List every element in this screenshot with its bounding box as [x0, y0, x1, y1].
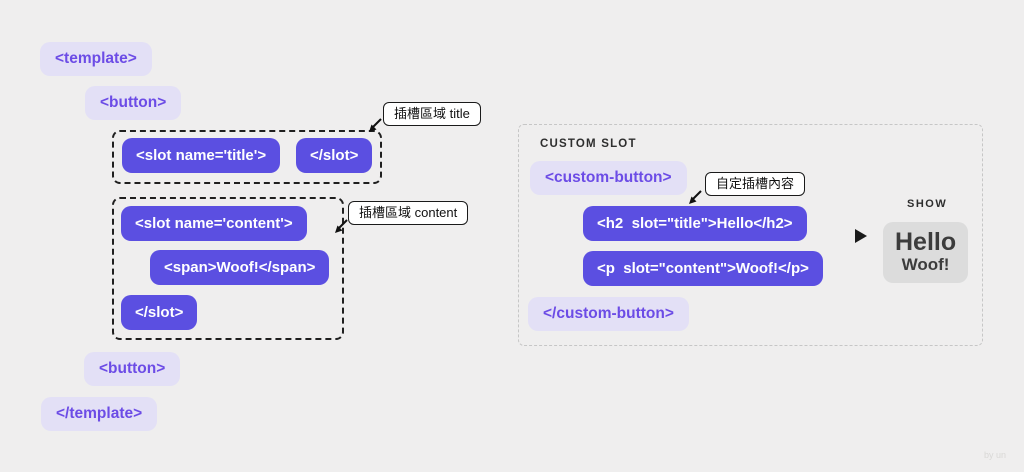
h2-slot-title-tag: <h2 slot="title">Hello</h2>: [583, 206, 807, 241]
title-slot-callout: 插槽區域 title: [383, 102, 481, 126]
slot-title-close-tag: </slot>: [296, 138, 373, 173]
play-arrow-icon: [855, 229, 867, 243]
template-open-tag: <template>: [40, 42, 152, 76]
custom-button-open-tag: <custom-button>: [530, 161, 687, 195]
span-woof-tag: <span>Woof!</span>: [150, 250, 330, 285]
down-left-arrow-icon: [335, 219, 348, 233]
custom-slot-panel: [518, 124, 983, 346]
p-slot-content-tag: <p slot="content">Woof!</p>: [583, 251, 823, 286]
author-watermark: by un: [984, 450, 1007, 460]
down-left-arrow-icon: [689, 190, 702, 204]
slot-content-close-tag: </slot>: [121, 295, 198, 330]
show-heading: SHOW: [907, 198, 948, 210]
rendered-result-box: Hello Woof!: [883, 222, 969, 283]
custom-content-callout: 自定插槽內容: [705, 172, 806, 196]
template-close-tag: </template>: [41, 397, 158, 431]
button-close-tag: <button>: [84, 352, 181, 386]
rendered-content-text: Woof!: [901, 255, 950, 275]
custom-slot-heading: CUSTOM SLOT: [540, 138, 637, 150]
content-slot-callout: 插槽區域 content: [348, 201, 469, 225]
slot-content-open-tag: <slot name='content'>: [121, 206, 307, 241]
rendered-title-text: Hello: [895, 228, 957, 256]
button-open-tag: <button>: [85, 86, 182, 120]
custom-button-close-tag: </custom-button>: [528, 297, 689, 331]
title-slot-group-box: [112, 130, 382, 184]
slot-title-open-tag: <slot name='title'>: [122, 138, 281, 173]
down-left-arrow-icon: [369, 118, 382, 132]
content-slot-group-box: [112, 197, 344, 340]
